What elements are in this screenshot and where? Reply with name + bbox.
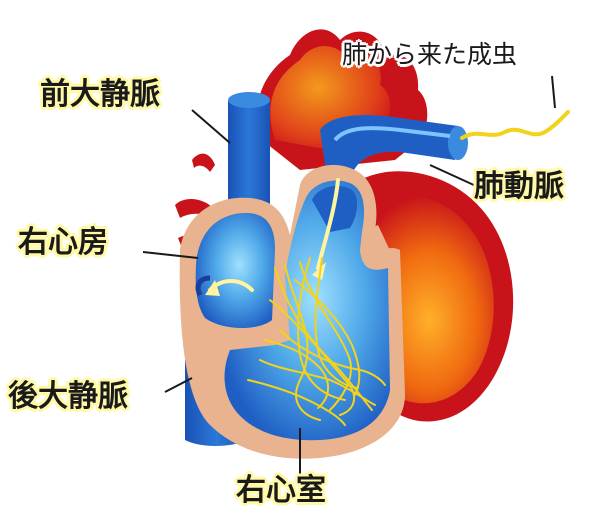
anterior-vena-cava-label: 前大静脈 (40, 77, 160, 112)
small-vessel (192, 153, 215, 172)
pulmonary-artery-label: 肺動脈 (474, 169, 564, 204)
worm-from-lung-label: 肺から来た成虫 (342, 40, 518, 69)
posterior-vena-cava-label: 後大静脈 (8, 379, 128, 414)
right-atrium-label: 右心房 (18, 225, 108, 260)
worm-from-lung (460, 110, 570, 140)
flow-arrowhead (205, 280, 220, 296)
septum (362, 225, 392, 262)
flow-arrowhead (312, 262, 326, 280)
right-ventricle-chamber (224, 180, 390, 441)
leader-lines (142, 75, 556, 475)
atrial-opening (195, 275, 211, 297)
right-ventricle-label: 右心室 (236, 473, 326, 508)
heartworm-mass (247, 257, 386, 426)
pulmonary-artery-vessel (320, 115, 468, 200)
right-atrium-chamber (195, 212, 275, 328)
